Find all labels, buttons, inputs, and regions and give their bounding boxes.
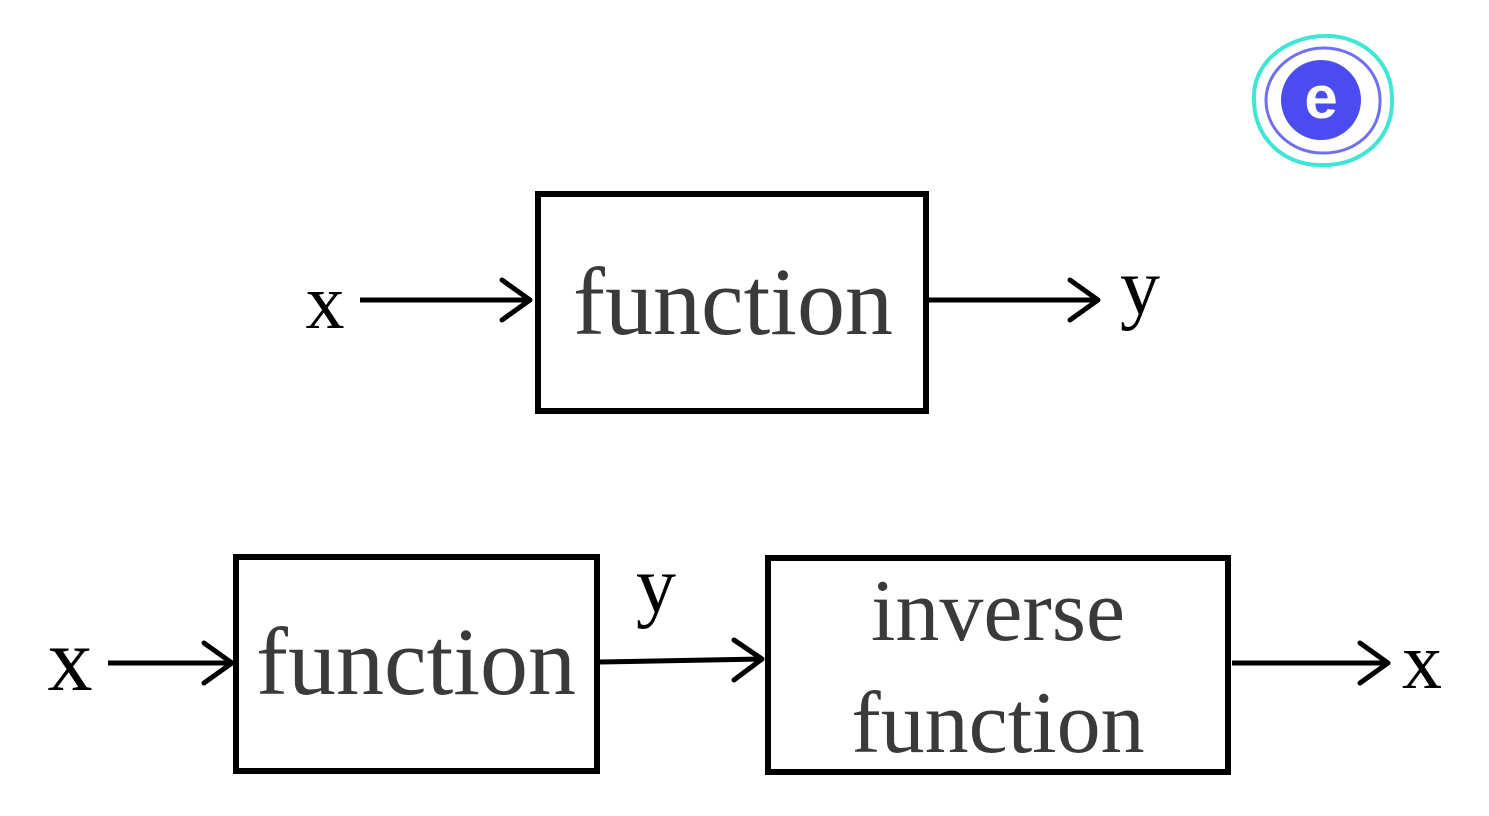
top-input-arrow — [360, 277, 533, 323]
bottom-input-label: x — [48, 611, 93, 710]
logo-outer-ring — [1251, 33, 1395, 168]
logo-circle — [1281, 60, 1361, 140]
bottom-middle-label: y — [636, 542, 676, 630]
bottom-middle-arrow — [599, 637, 765, 683]
bottom-inverse-label-line1: inverse — [871, 563, 1125, 660]
bottom-function-box — [233, 554, 600, 774]
top-diagram: x function y — [306, 191, 1160, 414]
top-function-label: function — [573, 248, 893, 355]
logo-inner-ring — [1264, 46, 1382, 155]
bottom-diagram: x function y inverse function x — [48, 542, 1442, 775]
top-output-arrow — [929, 277, 1101, 323]
logo-letter: e — [1304, 64, 1337, 131]
top-input-label: x — [306, 258, 345, 345]
bottom-function-label: function — [256, 608, 576, 715]
brand-logo: e — [1251, 33, 1395, 168]
top-output-label: y — [1120, 244, 1160, 332]
bottom-inverse-box — [765, 555, 1231, 775]
bottom-output-arrow — [1232, 640, 1391, 686]
bottom-input-arrow — [108, 640, 235, 686]
bottom-inverse-label-line2: function — [851, 675, 1144, 772]
top-function-box — [535, 191, 929, 414]
bottom-output-label: x — [1402, 618, 1442, 706]
